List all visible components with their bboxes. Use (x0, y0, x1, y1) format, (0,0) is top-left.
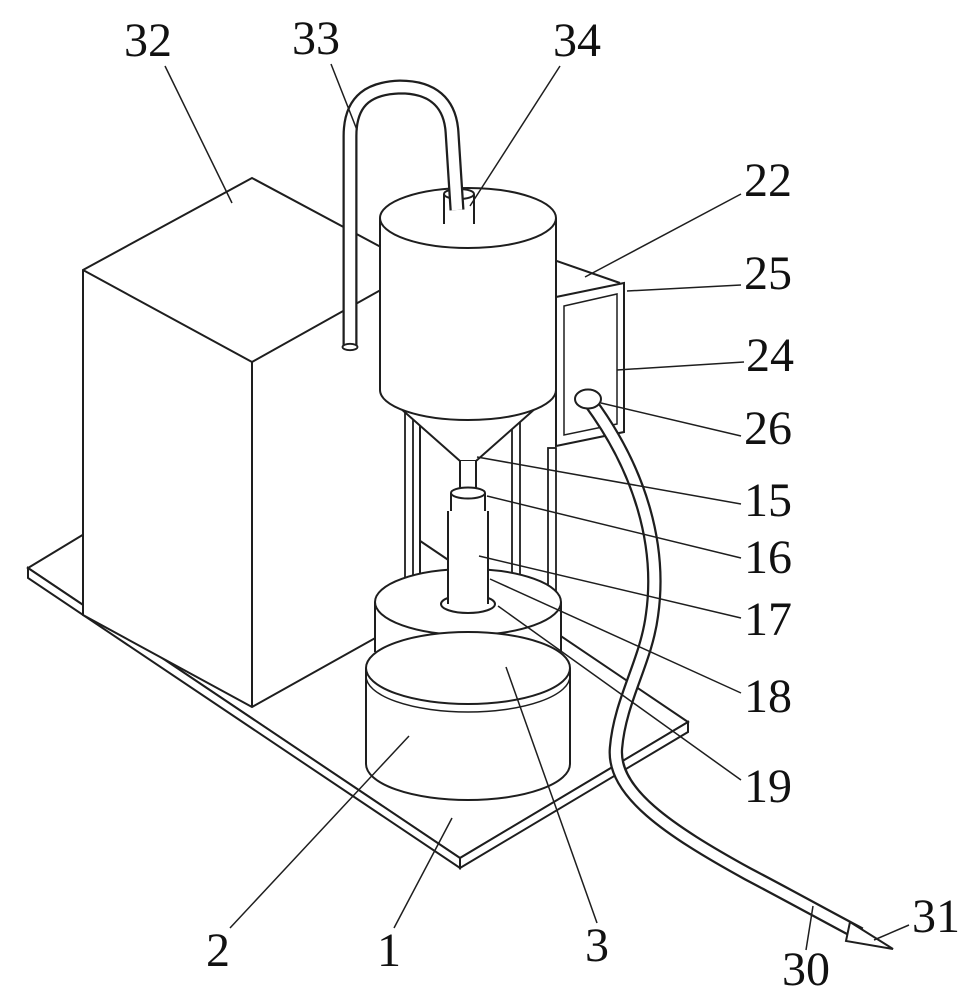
leader-line-2 (229, 735, 410, 929)
feed-tube-core (344, 81, 463, 347)
part-label-30: 30 (782, 943, 830, 996)
part-label-2: 2 (206, 924, 230, 977)
part-label-25: 25 (744, 247, 792, 300)
leader-line-18 (489, 578, 742, 694)
outer-drum-bottom (365, 763, 571, 801)
shaft-hole-front (440, 603, 496, 614)
outlet-port (574, 388, 602, 410)
leader-line-16 (486, 495, 742, 559)
part-label-34: 34 (553, 14, 601, 67)
leader-line-34 (469, 65, 561, 207)
control-box (82, 176, 421, 709)
coupling (450, 486, 486, 518)
hose-core (585, 399, 863, 939)
hopper-assembly (341, 79, 557, 518)
leader-line-26 (600, 402, 742, 437)
cone-neck (459, 461, 477, 491)
part-label-17: 17 (744, 593, 792, 646)
outer-drum (365, 631, 571, 801)
coupling-top (450, 486, 486, 500)
part-label-19: 19 (744, 760, 792, 813)
leader-line-1 (393, 817, 453, 929)
part-label-22: 22 (744, 154, 792, 207)
neck-fill (460, 461, 476, 491)
outer-drum-top (365, 631, 571, 705)
part-label-32: 32 (124, 14, 172, 67)
leader-line-31 (873, 924, 910, 941)
leader-line-25 (626, 284, 742, 292)
part-label-18: 18 (744, 670, 792, 723)
part-label-16: 16 (744, 531, 792, 584)
feed-tube-end-cap (341, 342, 359, 352)
leader-line-30 (805, 905, 814, 951)
leader-line-3 (505, 666, 598, 924)
outlet-hose (574, 388, 894, 950)
nozzle-tip (844, 920, 894, 950)
outer-drum-rim (365, 675, 571, 713)
hopper-body-fill (380, 218, 556, 390)
part-label-3: 3 (585, 919, 609, 972)
part-label-1: 1 (377, 924, 401, 977)
shaft (447, 511, 489, 604)
housing-panel (555, 281, 625, 448)
part-label-33: 33 (292, 12, 340, 65)
part-label-26: 26 (744, 402, 792, 455)
leader-line-33 (330, 63, 358, 131)
part-label-24: 24 (746, 329, 794, 382)
housing-panel-frame (563, 293, 618, 436)
leader-line-19 (497, 605, 742, 781)
support-rod-left (404, 394, 414, 601)
leader-line-32 (164, 65, 233, 204)
hopper-bottom-rim (379, 389, 557, 421)
shaft-fill (448, 511, 488, 604)
part-label-31: 31 (912, 890, 960, 943)
part-label-15: 15 (744, 474, 792, 527)
leader-line-22 (584, 193, 742, 278)
leader-line-15 (476, 456, 742, 505)
feed-tube (341, 79, 465, 352)
leader-line-24 (616, 361, 745, 371)
leader-line-17 (478, 555, 742, 619)
